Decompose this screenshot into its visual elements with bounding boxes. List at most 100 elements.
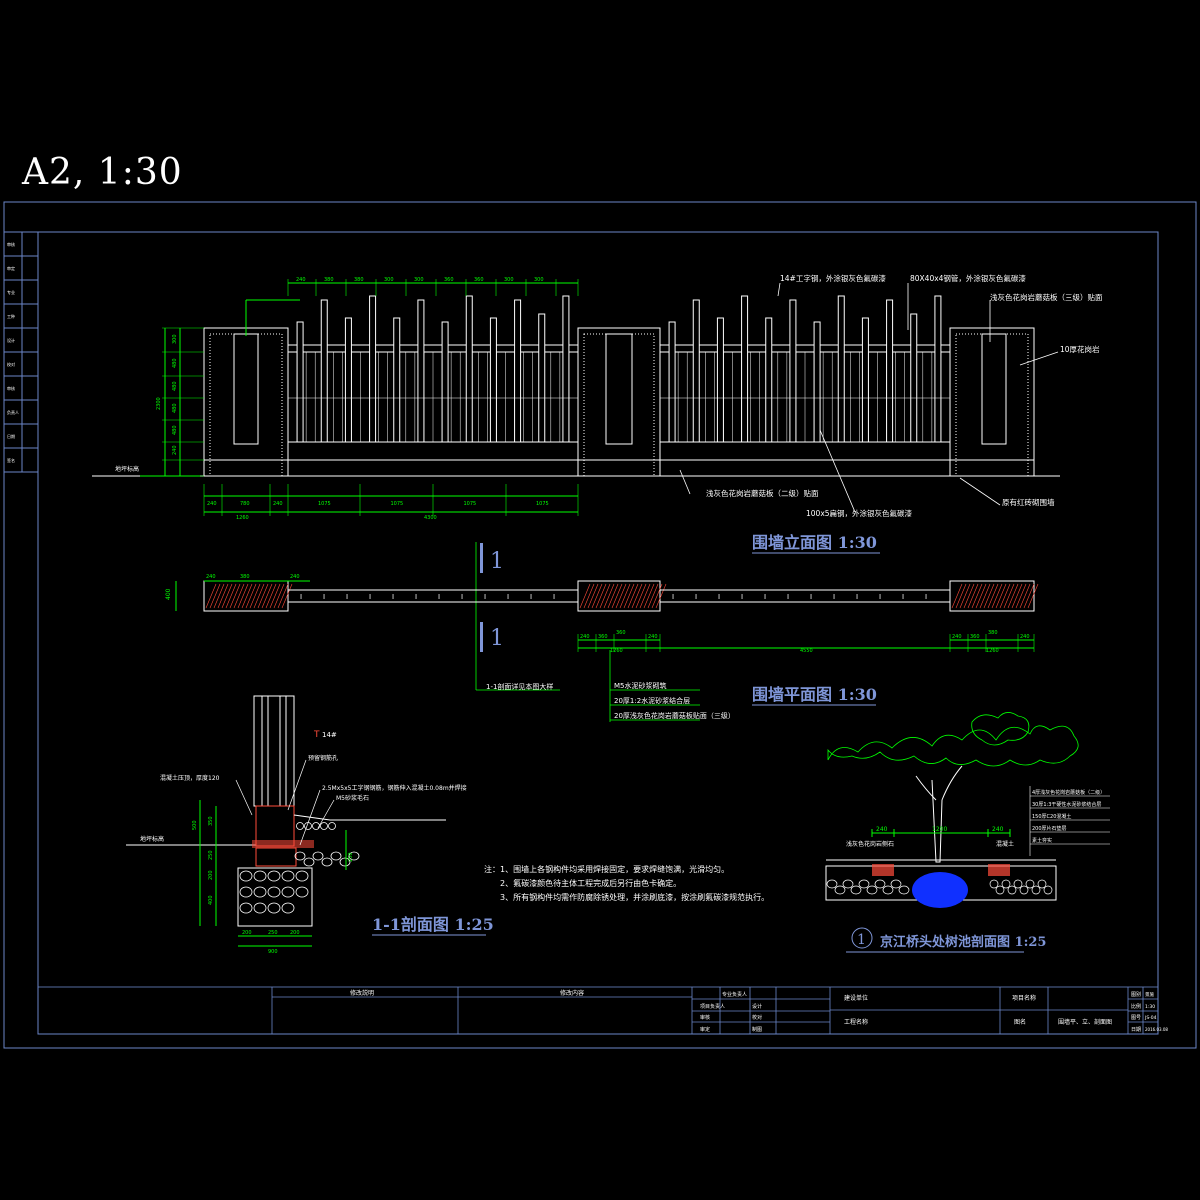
tb-val-3: JS-04 <box>1144 1015 1157 1021</box>
plan-post-mark: I <box>925 593 927 601</box>
dim-label: 300 <box>384 277 394 283</box>
plan-note-facing: 20厚浅灰色花岗岩蘑菇板贴面（三级） <box>614 711 735 720</box>
svg-text:400: 400 <box>165 588 172 600</box>
dim-label: 380 <box>240 574 250 580</box>
dim-label: 240 <box>172 445 178 455</box>
tree-layer-note: 200厚片石垫层 <box>1032 825 1067 832</box>
dim-label: 240 <box>648 634 658 640</box>
dim-label: 1075 <box>318 501 331 507</box>
dim-label: 300 <box>534 277 544 283</box>
dim-label: 4300 <box>424 515 437 521</box>
revision-row-label: 审定 <box>7 265 15 271</box>
tree-layer-note: 4厚浅灰色花岗岩蘑菇板（二级） <box>1032 789 1105 796</box>
plan-post-mark: I <box>369 593 371 601</box>
dim-label: 360 <box>598 634 608 640</box>
section-note-cap: 混凝土压顶，厚度120 <box>160 774 220 782</box>
revision-row-label: 校对 <box>7 361 15 367</box>
tree-layer-notes: 4厚浅灰色花岗岩蘑菇板（二级）30厚1:3干硬性水泥砂浆结合层150厚C20混凝… <box>1029 786 1110 856</box>
plan-post-mark: I <box>695 593 697 601</box>
dim-label: 1260 <box>986 648 999 654</box>
general-notes: 注：1、围墙上各钢构件均采用焊接固定，要求焊缝饱满，光滑均匀。 2、氟碳漆颜色待… <box>484 864 769 902</box>
dim-label: 4550 <box>800 648 813 654</box>
revision-row-label: 审核 <box>7 241 15 247</box>
middle-pillar <box>577 327 661 477</box>
tb-val-4: 2016.03.08 <box>1145 1027 1168 1032</box>
tb-role-6: 校对 <box>752 1014 762 1021</box>
dim-label: 250 <box>208 850 214 860</box>
tb-stage: 项目名称 <box>1012 994 1036 1002</box>
dim-label: 1260 <box>610 648 623 654</box>
right-pillar <box>949 327 1035 477</box>
title-block <box>37 986 1159 1035</box>
note-brick-wall: 原有红砖砌围墙 <box>1002 497 1055 507</box>
dim-label: 480 <box>172 358 178 368</box>
dim-label: 200 <box>290 930 300 936</box>
plan-post-mark: I <box>323 593 325 601</box>
revision-row-label: 专业 <box>7 289 15 295</box>
section-mark-top: 1 <box>490 549 504 574</box>
dim-label: 380 <box>324 277 334 283</box>
revision-row-label: 负责人 <box>7 409 19 415</box>
dim-label: 240 <box>580 634 590 640</box>
revision-row-label: 签名 <box>7 457 15 463</box>
plan-post-mark: I <box>530 593 532 601</box>
note-granite-band: 10厚花岗岩 <box>1060 344 1100 354</box>
general-note-1: 注：1、围墙上各钢构件均采用焊接固定，要求焊缝饱满，光滑均匀。 <box>484 864 729 874</box>
dim-label: 360 <box>444 277 454 283</box>
tb-key-4: 日期 <box>1131 1027 1141 1033</box>
dim-label: 480 <box>172 381 178 391</box>
fence-panel-left <box>287 295 579 461</box>
dim-label: 360 <box>970 634 980 640</box>
revision-row-label: 审核 <box>7 385 15 391</box>
section-i-beam-label: 14# <box>322 731 337 739</box>
dim-label: 780 <box>240 501 250 507</box>
tree-label-left: 浅灰色花岗岩侧石 <box>846 840 894 848</box>
revision-row-label: 日期 <box>7 433 15 439</box>
plan-post-mark: I <box>672 593 674 601</box>
dim-label: 240 <box>206 574 216 580</box>
note-steel-tube: 80X40x4钢管，外涂银灰色氟碳漆 <box>910 273 1026 283</box>
section-cut-marks: 1 1 <box>475 542 504 690</box>
fence-panel-right <box>659 295 951 461</box>
plan-post-mark: I <box>902 593 904 601</box>
plan-post-mark: I <box>879 593 881 601</box>
dim-label: 240 <box>1020 634 1030 640</box>
tb-drawing-label: 图名 <box>1014 1018 1026 1026</box>
dim-label: 240 <box>207 501 217 507</box>
dim-label: 200 <box>242 930 252 936</box>
plan-post-mark: I <box>507 593 509 601</box>
dim-label: 240 <box>992 826 1004 833</box>
section-view: 地坪标高 14# T 混凝土压顶，厚度120 预留钢筋孔 2.5Mx5x5工字钢… <box>126 695 494 955</box>
tb-client: 建设单位 <box>844 994 868 1002</box>
general-note-3: 3、所有钢构件均需作防腐除锈处理，并涂刷底漆，按涂刷氟碳漆规范执行。 <box>500 892 769 902</box>
dim-label: 360 <box>616 630 626 636</box>
plan-post-mark: I <box>461 593 463 601</box>
tree-label-right: 混凝土 <box>996 840 1014 848</box>
plan-note-section: 1-1剖面详见本图大样 <box>486 682 553 691</box>
dim-label: 200 <box>208 870 214 880</box>
dim-label: 250 <box>268 930 278 936</box>
plan-post-mark: I <box>718 593 720 601</box>
tb-key-1: 图别 <box>1131 991 1141 998</box>
dim-label: 1260 <box>236 515 249 521</box>
plan-title: 围墙平面图 1:30 <box>752 685 877 704</box>
dim-label: 900 <box>268 949 278 955</box>
tb-revision-content: 修改内容 <box>560 989 584 997</box>
plan-post-mark: I <box>741 593 743 601</box>
dim-label: 300 <box>172 334 178 344</box>
dim-label: 300 <box>504 277 514 283</box>
tb-key-2: 比例 <box>1131 1003 1141 1010</box>
left-pillar <box>203 327 289 477</box>
dim-label: 240 <box>290 574 300 580</box>
plan-post-mark: I <box>764 593 766 601</box>
dim-label: 1200 <box>932 826 947 833</box>
dim-label: 1075 <box>536 501 549 507</box>
